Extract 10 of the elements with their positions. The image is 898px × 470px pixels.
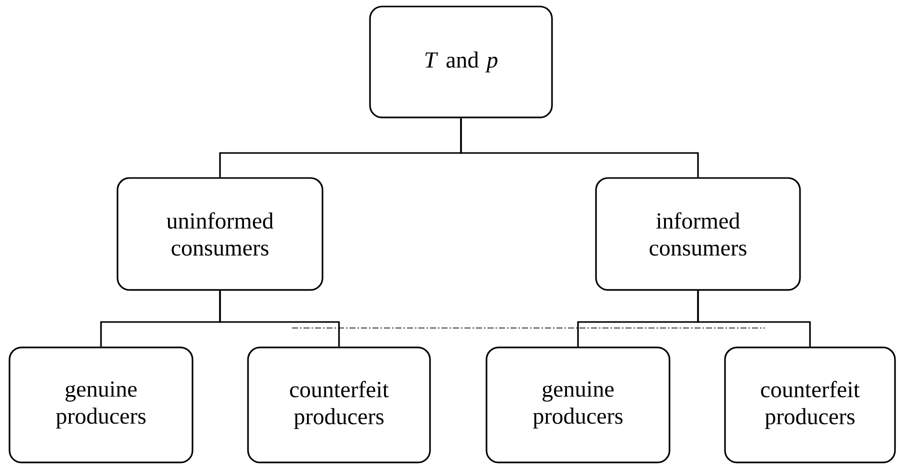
- tree-box: counterfeit producers: [247, 346, 431, 464]
- tree-box: counterfeit producers: [724, 346, 896, 464]
- tree-connector: [697, 290, 811, 347]
- tree-box: T and p: [369, 6, 553, 118]
- tree-box: informed consumers: [595, 177, 801, 291]
- tree-connector: [460, 118, 699, 178]
- tree-connector: [219, 290, 340, 347]
- tree-box: uninformed consumers: [116, 177, 324, 291]
- tree-box: genuine producers: [8, 346, 194, 464]
- tree-box: genuine producers: [486, 346, 670, 464]
